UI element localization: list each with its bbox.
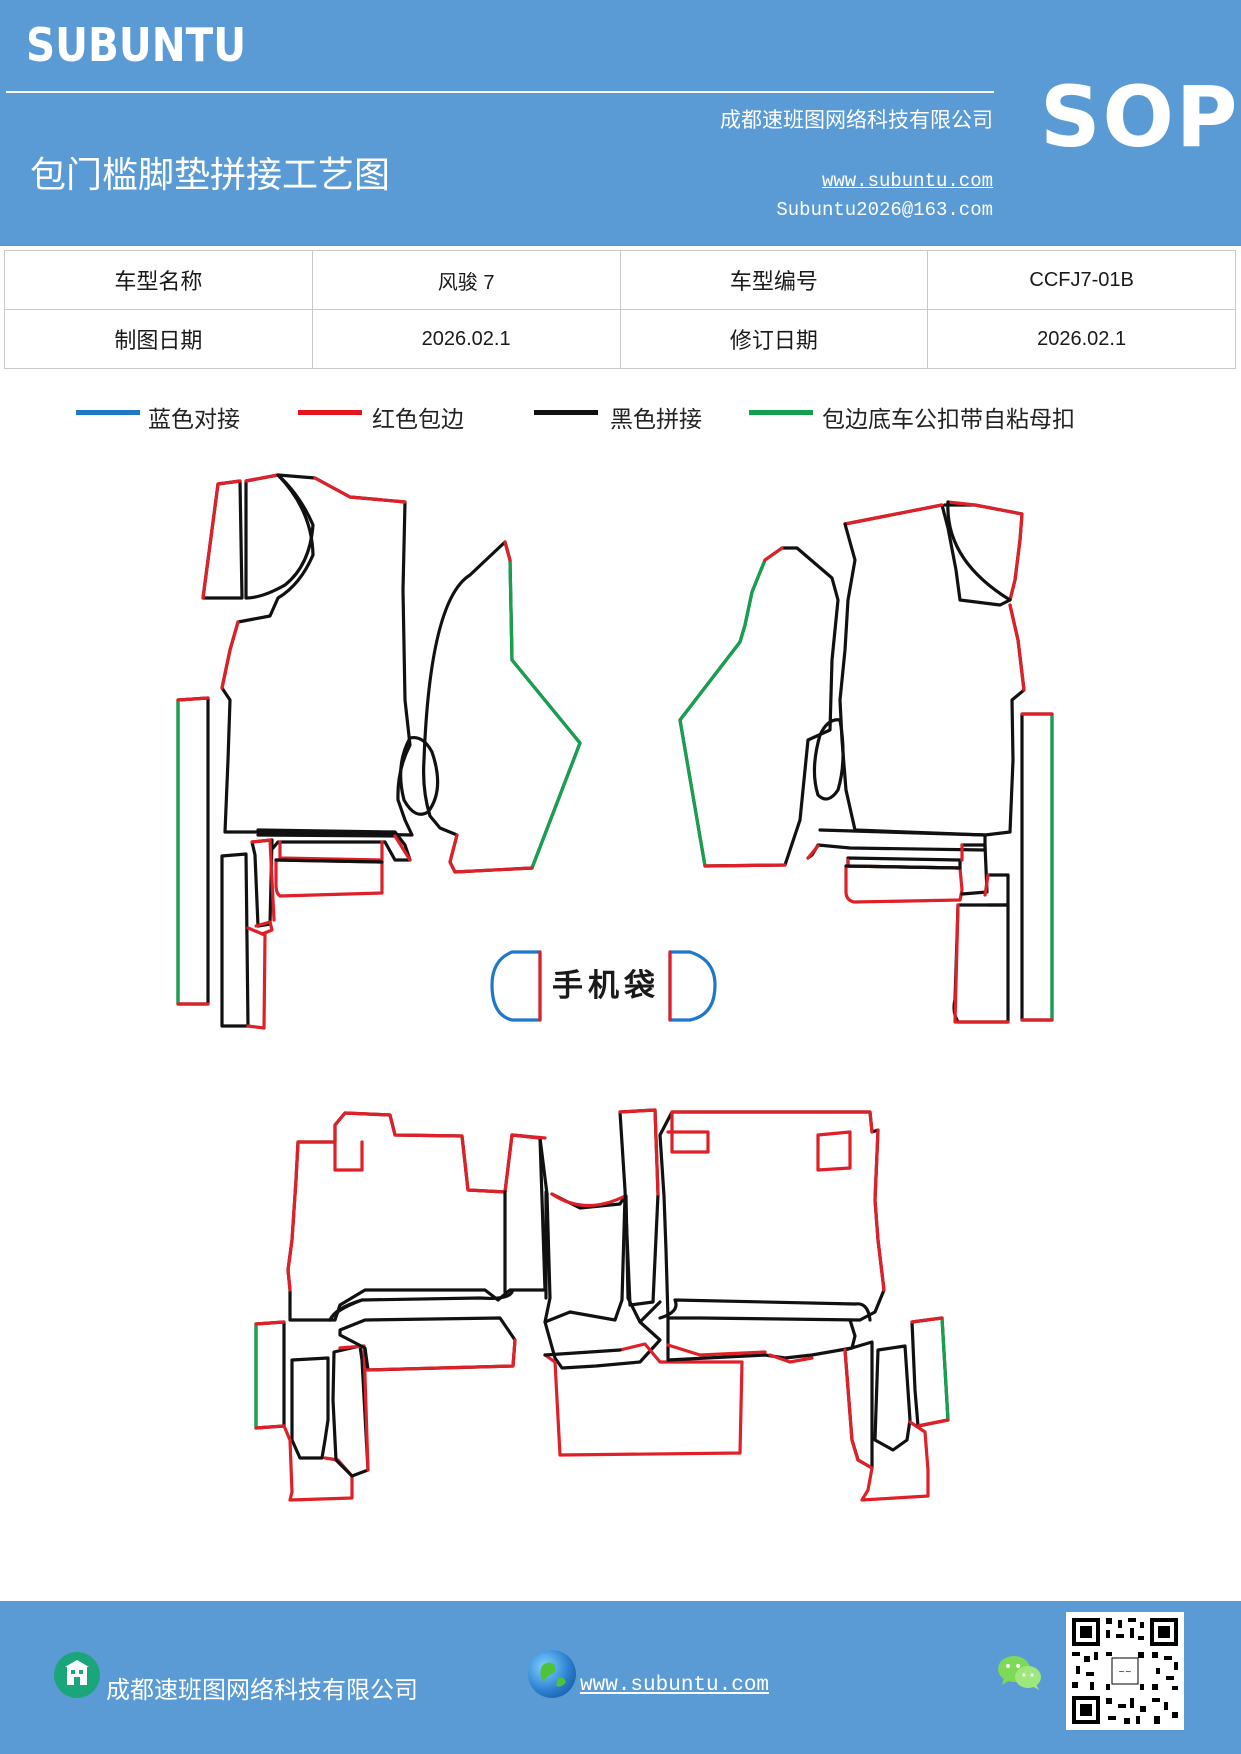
model-name-label: 车型名称 xyxy=(4,250,313,310)
draw-date-label: 制图日期 xyxy=(4,309,313,369)
header-banner xyxy=(0,0,1241,246)
svg-text:~~: ~~ xyxy=(1118,1667,1131,1676)
globe-icon xyxy=(528,1650,576,1698)
right-front-door-sill xyxy=(678,500,1054,1024)
legend-label-black: 黑色拼接 xyxy=(610,407,702,433)
revise-date-label: 修订日期 xyxy=(619,309,929,369)
sop-badge: SOP xyxy=(1040,68,1240,166)
page-title: 包门槛脚垫拼接工艺图 xyxy=(30,155,391,196)
left-front-door-sill xyxy=(176,473,582,1030)
brand-logo-text: SUBUNTU xyxy=(26,18,247,72)
header-divider xyxy=(6,91,994,93)
legend-swatch-red xyxy=(298,410,362,415)
legend-label-red: 红色包边 xyxy=(372,407,464,433)
revise-date-value: 2026.02.1 xyxy=(927,309,1236,369)
legend-swatch-black xyxy=(534,410,598,415)
footer-company-name: 成都速班图网络科技有限公司 xyxy=(106,1676,418,1704)
table-row: 车型名称 风骏 7 车型编号 CCFJ7-01B xyxy=(4,250,1236,310)
table-row: 制图日期 2026.02.1 修订日期 2026.02.1 xyxy=(4,309,1236,369)
legend-label-blue: 蓝色对接 xyxy=(148,407,240,433)
wechat-icon xyxy=(996,1652,1044,1692)
header-email: Subuntu2026@163.com xyxy=(776,199,993,221)
vehicle-info-table: 车型名称 风骏 7 车型编号 CCFJ7-01B 制图日期 2026.02.1 … xyxy=(4,250,1236,369)
legend-swatch-blue xyxy=(76,410,140,415)
phone-bag xyxy=(490,950,717,1022)
phone-bag-label: 手机袋 xyxy=(552,968,660,1004)
wechat-qr-code: ~~ xyxy=(1066,1612,1184,1730)
model-code-label: 车型编号 xyxy=(619,250,929,310)
header-website-link[interactable]: www.subuntu.com xyxy=(821,170,993,192)
model-code-value: CCFJ7-01B xyxy=(927,250,1236,310)
legend-swatch-green xyxy=(749,410,813,415)
building-icon xyxy=(54,1652,100,1698)
legend-label-green: 包边底车公扣带自粘母扣 xyxy=(822,407,1075,433)
rear-floor-mat xyxy=(254,1108,950,1502)
header-company-name: 成都速班图网络科技有限公司 xyxy=(720,108,993,132)
model-name-value: 风骏 7 xyxy=(311,250,621,310)
draw-date-value: 2026.02.1 xyxy=(311,309,621,369)
footer-website-link[interactable]: www.subuntu.com xyxy=(580,1674,770,1697)
